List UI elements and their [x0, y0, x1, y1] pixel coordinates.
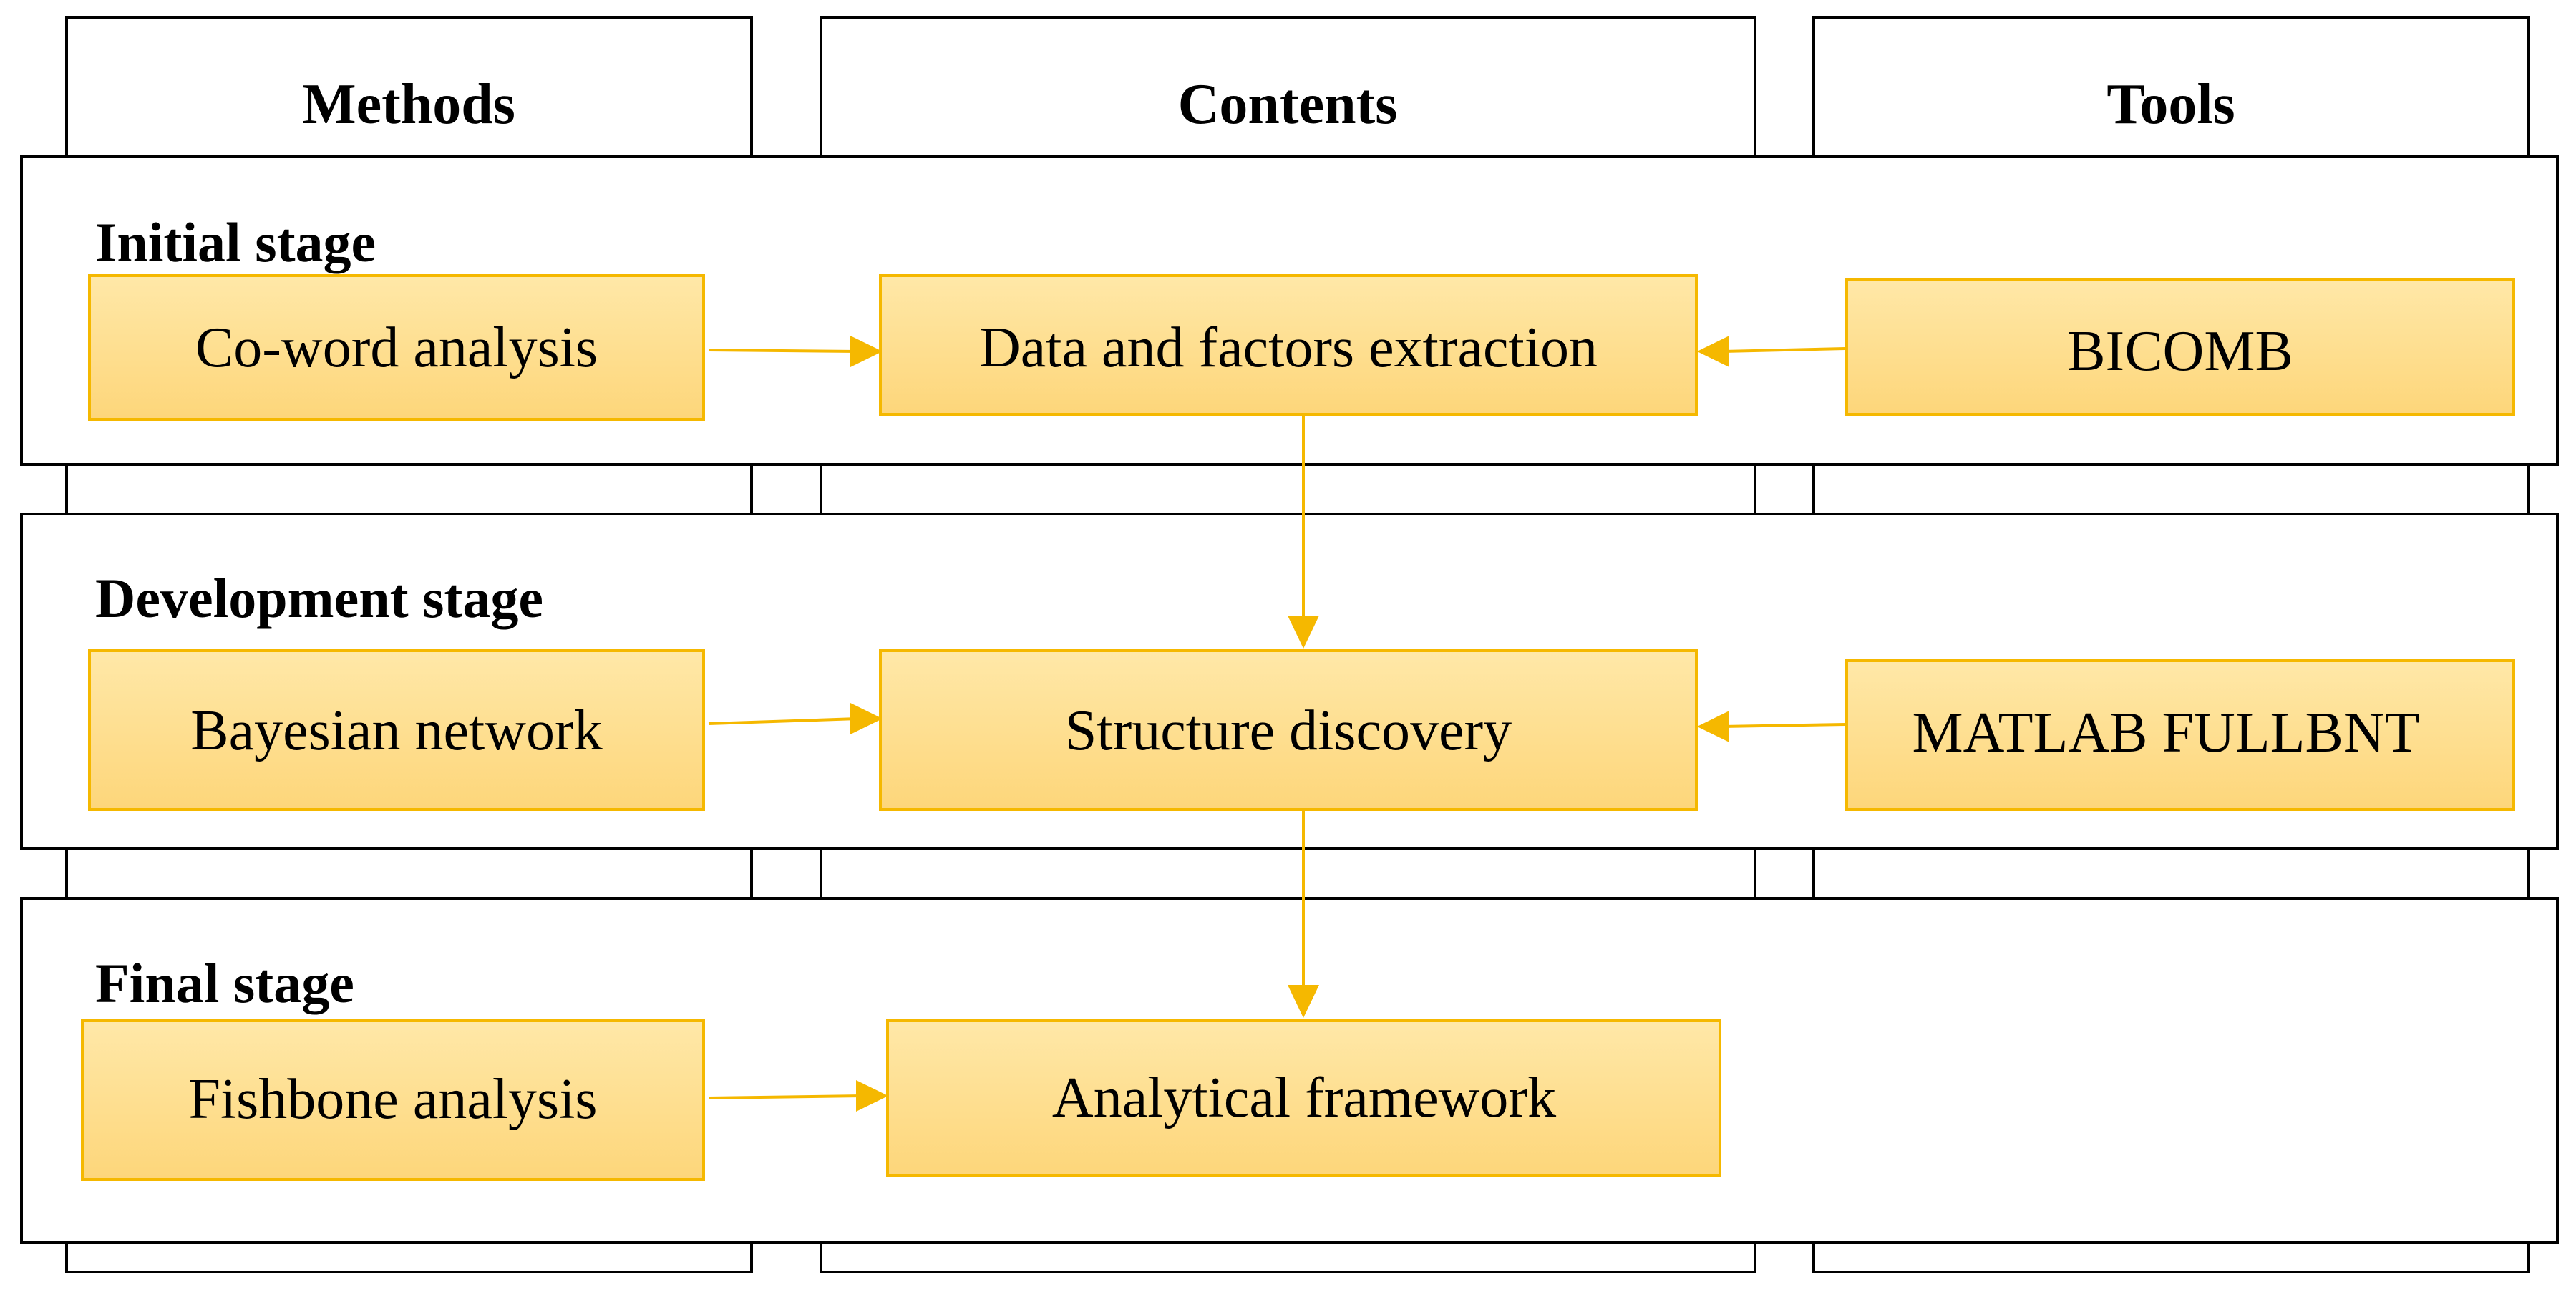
- node-bayesian: Bayesian network: [88, 649, 705, 811]
- node-label-bicomb: BICOMB: [2067, 320, 2293, 383]
- edge-bayesian-to-structure: [708, 717, 858, 725]
- node-label-matlab: MATLAB FULLBNT: [1912, 701, 2420, 764]
- node-box-fishbone: [81, 1019, 705, 1181]
- edge-coword-to-extraction: [708, 349, 858, 353]
- edge-matlab-to-structure: [1723, 723, 1846, 728]
- arrowhead-bicomb-to-extraction: [1697, 336, 1729, 367]
- column-header-tools: Tools: [2106, 73, 2235, 136]
- arrowhead-extraction-to-structure: [1288, 616, 1319, 648]
- node-box-structure: [879, 649, 1698, 811]
- node-label-fishbone: Fishbone analysis: [188, 1068, 597, 1131]
- arrowhead-fishbone-to-framework: [856, 1080, 888, 1112]
- node-label-bayesian: Bayesian network: [190, 699, 602, 762]
- node-fishbone: Fishbone analysis: [81, 1019, 705, 1181]
- node-label-coword: Co-word analysis: [195, 316, 598, 379]
- arrowhead-bayesian-to-structure: [850, 703, 883, 734]
- node-label-structure: Structure discovery: [1065, 699, 1512, 762]
- node-structure: Structure discovery: [879, 649, 1698, 811]
- node-box-framework: [886, 1019, 1721, 1177]
- arrowhead-structure-to-framework: [1288, 985, 1319, 1018]
- edge-fishbone-to-framework: [708, 1094, 864, 1099]
- edge-bicomb-to-extraction: [1723, 347, 1846, 353]
- stage-title-final: Final stage: [95, 952, 354, 1014]
- node-box-bayesian: [88, 649, 705, 811]
- stage-title-initial: Initial stage: [95, 211, 376, 273]
- node-bicomb: BICOMB: [1845, 278, 2515, 416]
- node-box-bicomb: [1845, 278, 2515, 416]
- node-extraction: Data and factors extraction: [879, 274, 1698, 416]
- column-header-contents: Contents: [1178, 73, 1398, 136]
- node-box-extraction: [879, 274, 1698, 416]
- node-label-framework: Analytical framework: [1052, 1067, 1556, 1130]
- arrowhead-matlab-to-structure: [1697, 711, 1729, 742]
- stage-title-development: Development stage: [95, 567, 543, 629]
- column-header-methods: Methods: [302, 73, 515, 136]
- node-coword: Co-word analysis: [88, 274, 705, 421]
- edges: [708, 336, 1846, 1112]
- node-box-coword: [88, 274, 705, 421]
- node-matlab: MATLAB FULLBNT: [1845, 659, 2515, 811]
- arrowhead-coword-to-extraction: [850, 336, 883, 367]
- node-framework: Analytical framework: [886, 1019, 1721, 1177]
- node-box-matlab: [1845, 659, 2515, 811]
- node-label-extraction: Data and factors extraction: [979, 316, 1598, 379]
